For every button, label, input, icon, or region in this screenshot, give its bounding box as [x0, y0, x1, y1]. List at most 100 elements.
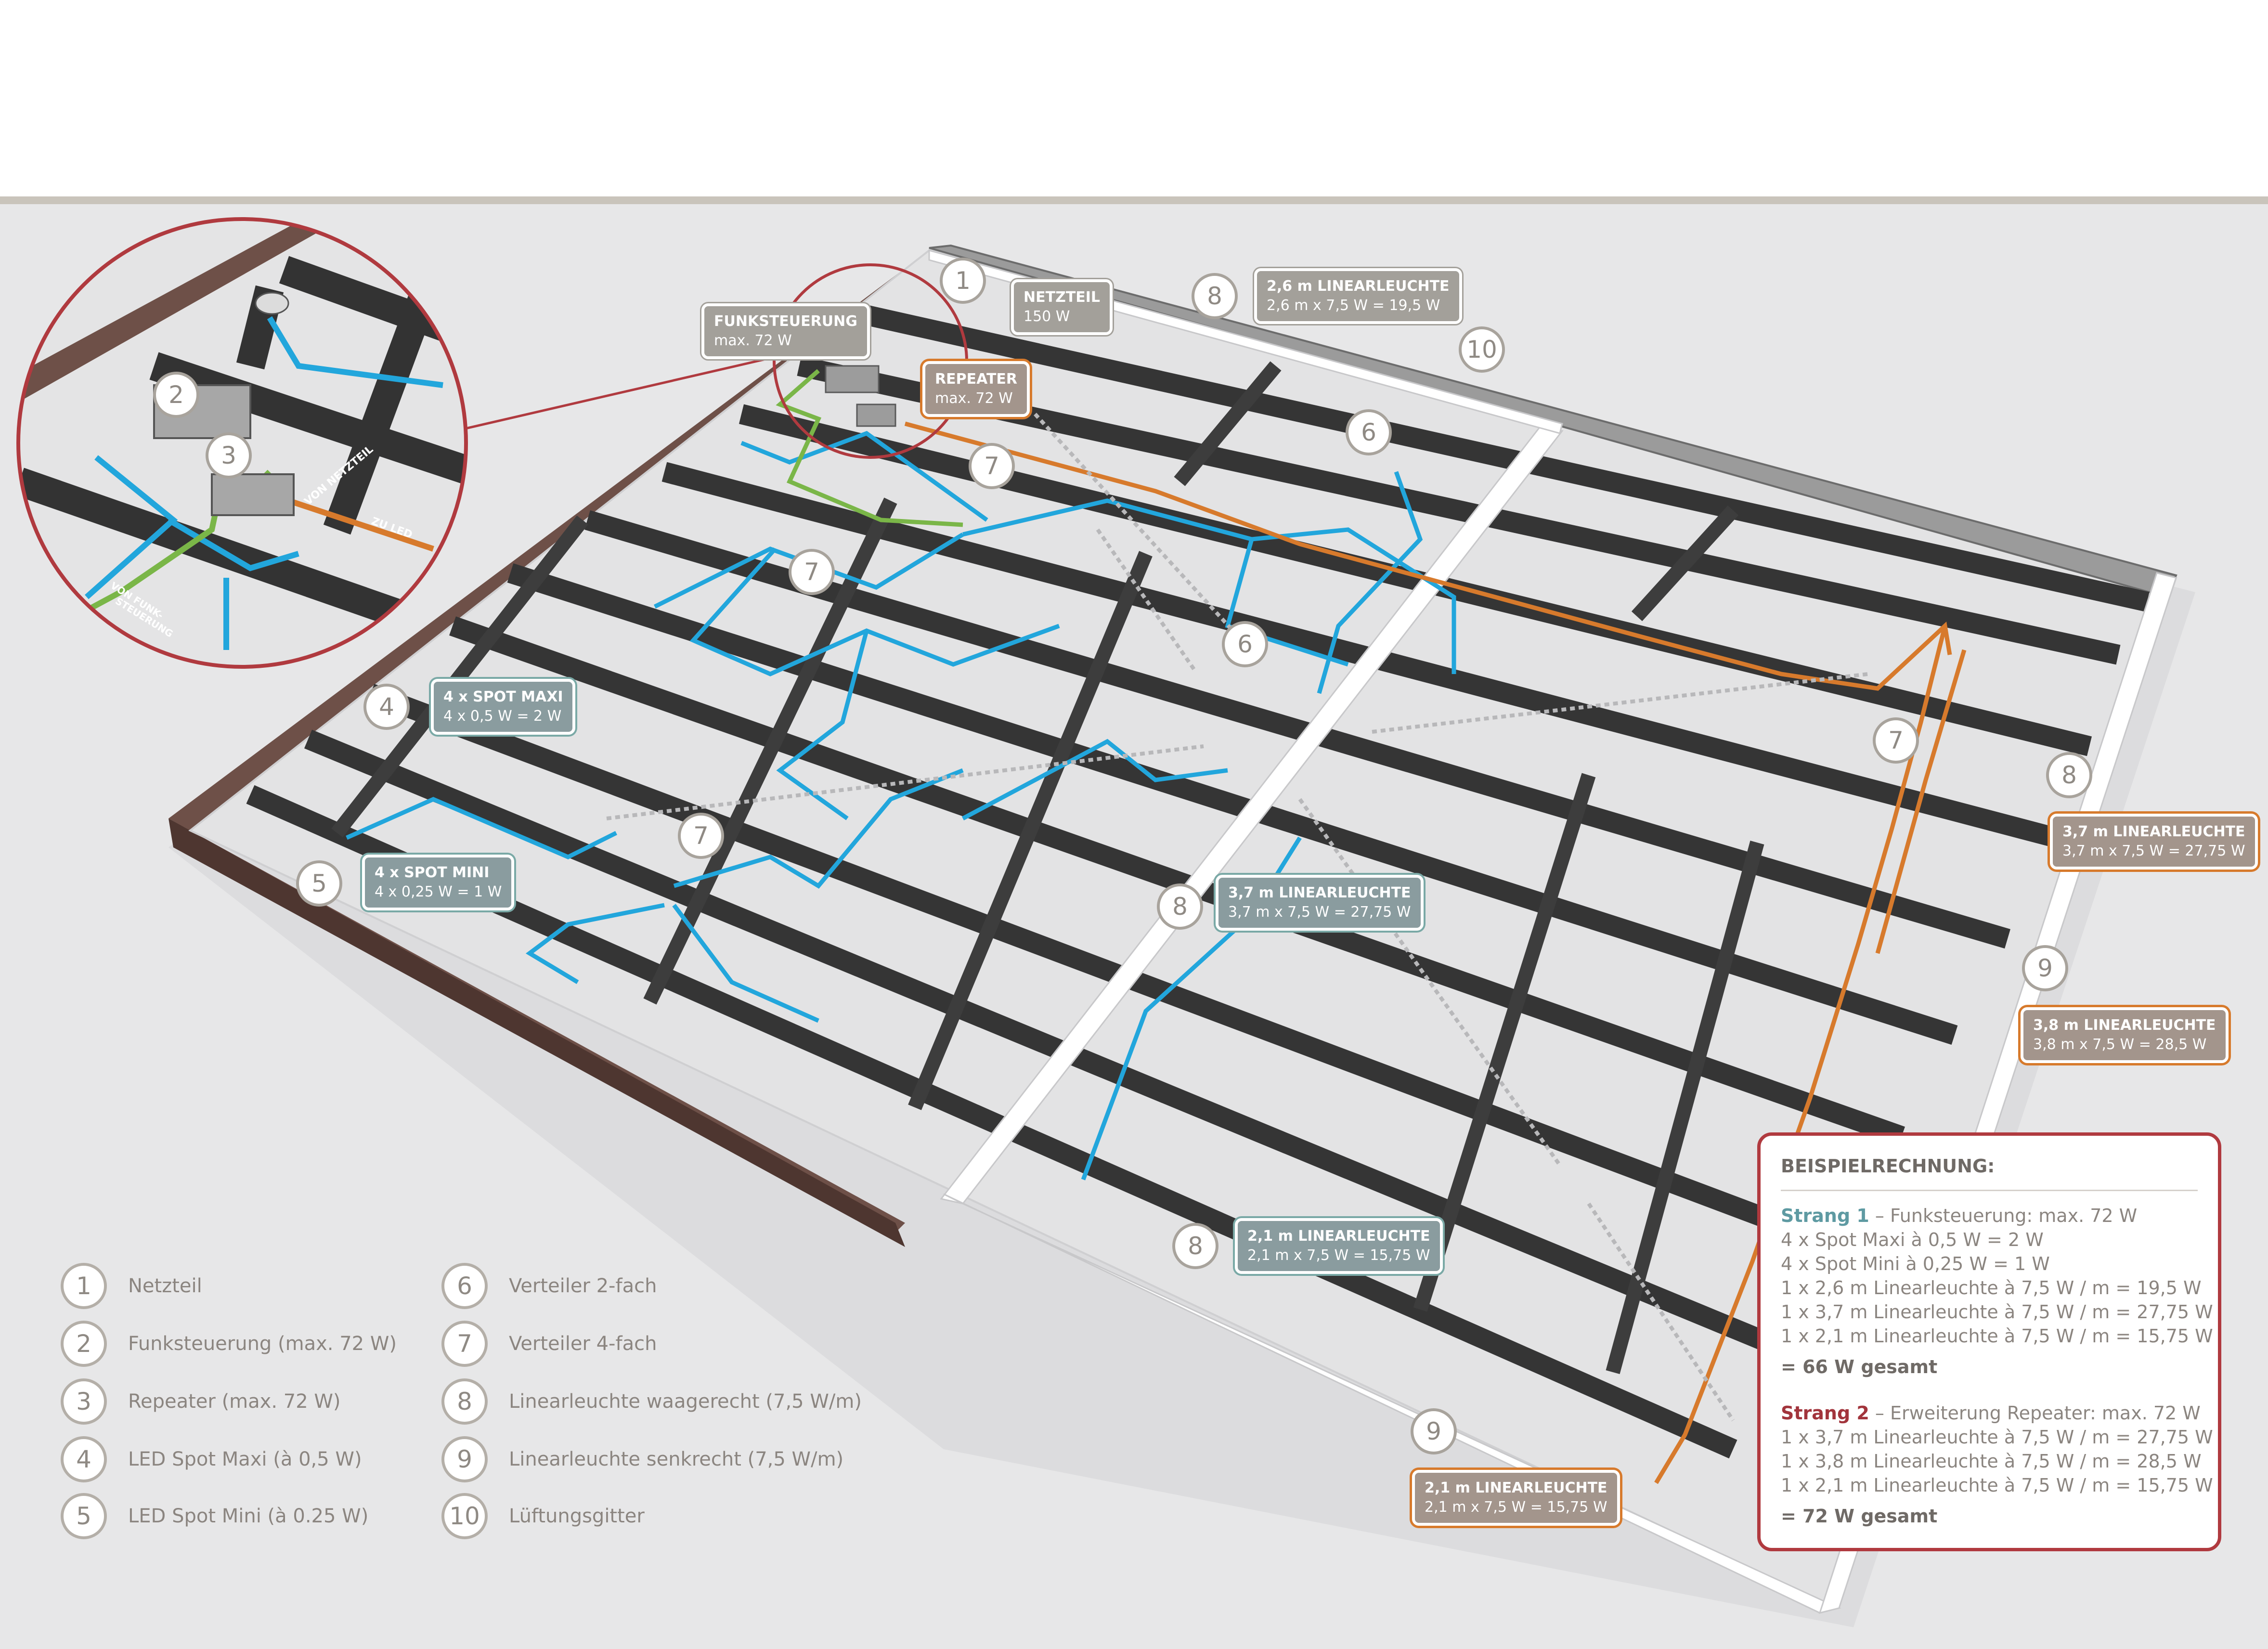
legend-num: 4 [61, 1436, 107, 1482]
header-area [0, 0, 2268, 196]
callout-lin-38-title: 3,8 m LINEARLEUCHTE [2033, 1017, 2216, 1034]
marker-8-top: 8 [1192, 273, 1238, 319]
legend-item-7: 7 Verteiler 4-fach [441, 1321, 657, 1367]
calc-strand1-desc: – Funksteuerung: max. 72 W [1869, 1205, 2138, 1226]
legend-item-9: 9 Linearleuchte senkrecht (7,5 W/m) [441, 1436, 843, 1482]
wiring-green [776, 369, 963, 527]
callout-repeater-sub: max. 72 W [935, 390, 1013, 407]
legend-item-4: 4 LED Spot Maxi (à 0,5 W) [61, 1436, 362, 1482]
marker-7-c: 7 [1873, 717, 1919, 764]
calc-strand2-line: 1 x 2,1 m Linearleuchte à 7,5 W / m = 15… [1781, 1475, 2213, 1496]
calc-strand2-name: Strang 2 [1781, 1402, 1869, 1424]
header-divider [0, 196, 2268, 204]
led-strips [606, 413, 1868, 1422]
calc-strand2-total: = 72 W gesamt [1781, 1506, 1938, 1527]
marker-7-a: 7 [969, 443, 1015, 489]
callout-lin-21-bottom-title: 2,1 m LINEARLEUCHTE [1425, 1480, 1607, 1496]
marker-9-bottom: 9 [1411, 1408, 1457, 1454]
callout-lin-21-center-sub: 2,1 m x 7,5 W = 15,75 W [1247, 1247, 1430, 1264]
callout-lin-26-sub: 2,6 m x 7,5 W = 19,5 W [1267, 297, 1440, 314]
marker-10: 10 [1459, 326, 1505, 373]
example-calculation-box: BEISPIELRECHNUNG: Strang 1 – Funksteueru… [1757, 1132, 2221, 1551]
marker-5: 5 [296, 860, 342, 907]
callout-lin-37-right-sub: 3,7 m x 7,5 W = 27,75 W [2062, 843, 2245, 859]
calc-strand1-line: 4 x Spot Mini à 0,25 W = 1 W [1781, 1253, 2050, 1274]
marker-7-b: 7 [789, 549, 835, 595]
marker-6-top: 6 [1346, 409, 1392, 455]
callout-netzteil-sub: 150 W [1024, 308, 1070, 325]
callout-lin-21-center: 2,1 m LINEARLEUCHTE 2,1 m x 7,5 W = 15,7… [1235, 1218, 1443, 1274]
legend-label: Linearleuchte senkrecht (7,5 W/m) [509, 1448, 844, 1470]
legend-item-8: 8 Linearleuchte waagerecht (7,5 W/m) [441, 1378, 862, 1425]
callout-spot-maxi-title: 4 x SPOT MAXI [443, 688, 563, 705]
callout-netzteil: NETZTEIL 150 W [1011, 279, 1113, 335]
marker-7-d: 7 [678, 813, 724, 859]
legend-label: Funksteuerung (max. 72 W) [128, 1333, 397, 1355]
calc-strand1-name: Strang 1 [1781, 1205, 1869, 1226]
calc-strand2-line: 1 x 3,7 m Linearleuchte à 7,5 W / m = 27… [1781, 1427, 2213, 1448]
callout-spot-mini-sub: 4 x 0,25 W = 1 W [375, 883, 502, 900]
marker-6-mid: 6 [1222, 621, 1268, 667]
marker-1: 1 [940, 258, 986, 304]
legend-item-1: 1 Netzteil [61, 1263, 202, 1309]
callout-lin-21-bottom-sub: 2,1 m x 7,5 W = 15,75 W [1425, 1499, 1607, 1516]
legend-num: 9 [441, 1436, 488, 1482]
callout-spot-maxi-sub: 4 x 0,5 W = 2 W [443, 708, 562, 725]
callout-spot-mini: 4 x SPOT MINI 4 x 0,25 W = 1 W [362, 855, 515, 910]
wiring-blue [346, 430, 1456, 1181]
legend-num: 1 [61, 1263, 107, 1309]
legend-item-5: 5 LED Spot Mini (à 0.25 W) [61, 1493, 368, 1539]
legend-item-6: 6 Verteiler 2-fach [441, 1263, 657, 1309]
callout-lin-37-right: 3,7 m LINEARLEUCHTE 3,7 m x 7,5 W = 27,7… [2050, 814, 2258, 870]
control-boxes [825, 365, 896, 427]
callout-repeater: REPEATER max. 72 W [922, 361, 1030, 417]
calc-heading: BEISPIELRECHNUNG: [1781, 1154, 2198, 1191]
calc-strand1-line: 1 x 2,1 m Linearleuchte à 7,5 W / m = 15… [1781, 1325, 2213, 1347]
calc-strand2-header: Strang 2 – Erweiterung Repeater: max. 72… [1781, 1401, 2201, 1425]
callout-lin-37-center-title: 3,7 m LINEARLEUCHTE [1228, 884, 1411, 901]
zoom-circle [16, 217, 468, 669]
legend-label: Verteiler 2-fach [509, 1275, 657, 1297]
callout-lin-37-right-title: 3,7 m LINEARLEUCHTE [2062, 823, 2245, 840]
legend-num: 7 [441, 1321, 488, 1367]
callout-repeater-title: REPEATER [935, 371, 1018, 388]
legend-label: LED Spot Mini (à 0.25 W) [128, 1505, 369, 1527]
callout-lin-21-bottom: 2,1 m LINEARLEUCHTE 2,1 m x 7,5 W = 15,7… [1412, 1470, 1620, 1526]
legend-label: Repeater (max. 72 W) [128, 1390, 341, 1413]
legend-num: 8 [441, 1378, 488, 1425]
calc-strand1-header: Strang 1 – Funksteuerung: max. 72 W [1781, 1204, 2198, 1228]
legend-label: Linearleuchte waagerecht (7,5 W/m) [509, 1390, 862, 1413]
legend-num: 5 [61, 1493, 107, 1539]
frame-cross-beams [331, 361, 1764, 1374]
marker-9-right: 9 [2022, 945, 2068, 991]
legend-num: 6 [441, 1263, 488, 1309]
marker-8-center: 8 [1157, 883, 1203, 930]
marker-8-right: 8 [2046, 752, 2092, 798]
calc-strand2-line: 1 x 3,8 m Linearleuchte à 7,5 W / m = 28… [1781, 1451, 2202, 1472]
marker-4: 4 [363, 684, 410, 730]
callout-spot-maxi: 4 x SPOT MAXI 4 x 0,5 W = 2 W [431, 679, 576, 735]
callout-lin-26-title: 2,6 m LINEARLEUCHTE [1267, 278, 1450, 295]
legend-item-10: 10 Lüftungsgitter [441, 1493, 645, 1539]
marker-2-zoom: 2 [153, 372, 199, 418]
callout-lin-21-center-title: 2,1 m LINEARLEUCHTE [1247, 1228, 1430, 1245]
legend-label: Netzteil [128, 1275, 202, 1297]
legend-num: 3 [61, 1378, 107, 1425]
legend-label: Verteiler 4-fach [509, 1333, 657, 1355]
legend-item-2: 2 Funksteuerung (max. 72 W) [61, 1321, 397, 1367]
callout-lin-38-sub: 3,8 m x 7,5 W = 28,5 W [2033, 1036, 2207, 1053]
callout-lin-37-center-sub: 3,7 m x 7,5 W = 27,75 W [1228, 904, 1411, 921]
wood-edge-front [168, 818, 905, 1247]
legend-label: Lüftungsgitter [509, 1505, 645, 1527]
calc-strand2-desc: – Erweiterung Repeater: max. 72 W [1869, 1402, 2201, 1424]
callout-netzteil-title: NETZTEIL [1024, 289, 1101, 306]
marker-8-bottom: 8 [1172, 1223, 1218, 1269]
legend-label: LED Spot Maxi (à 0,5 W) [128, 1448, 362, 1470]
callout-lin-38: 3,8 m LINEARLEUCHTE 3,8 m x 7,5 W = 28,5… [2021, 1007, 2229, 1063]
callout-lin-37-center: 3,7 m LINEARLEUCHTE 3,7 m x 7,5 W = 27,7… [1216, 875, 1424, 931]
calc-strand1-total: = 66 W gesamt [1781, 1356, 1938, 1377]
marker-3-zoom: 3 [206, 432, 252, 479]
zoom-leader-line [465, 355, 778, 430]
legend-num: 10 [441, 1493, 488, 1539]
callout-funksteuerung: FUNKSTEUERUNG max. 72 W [701, 303, 870, 359]
